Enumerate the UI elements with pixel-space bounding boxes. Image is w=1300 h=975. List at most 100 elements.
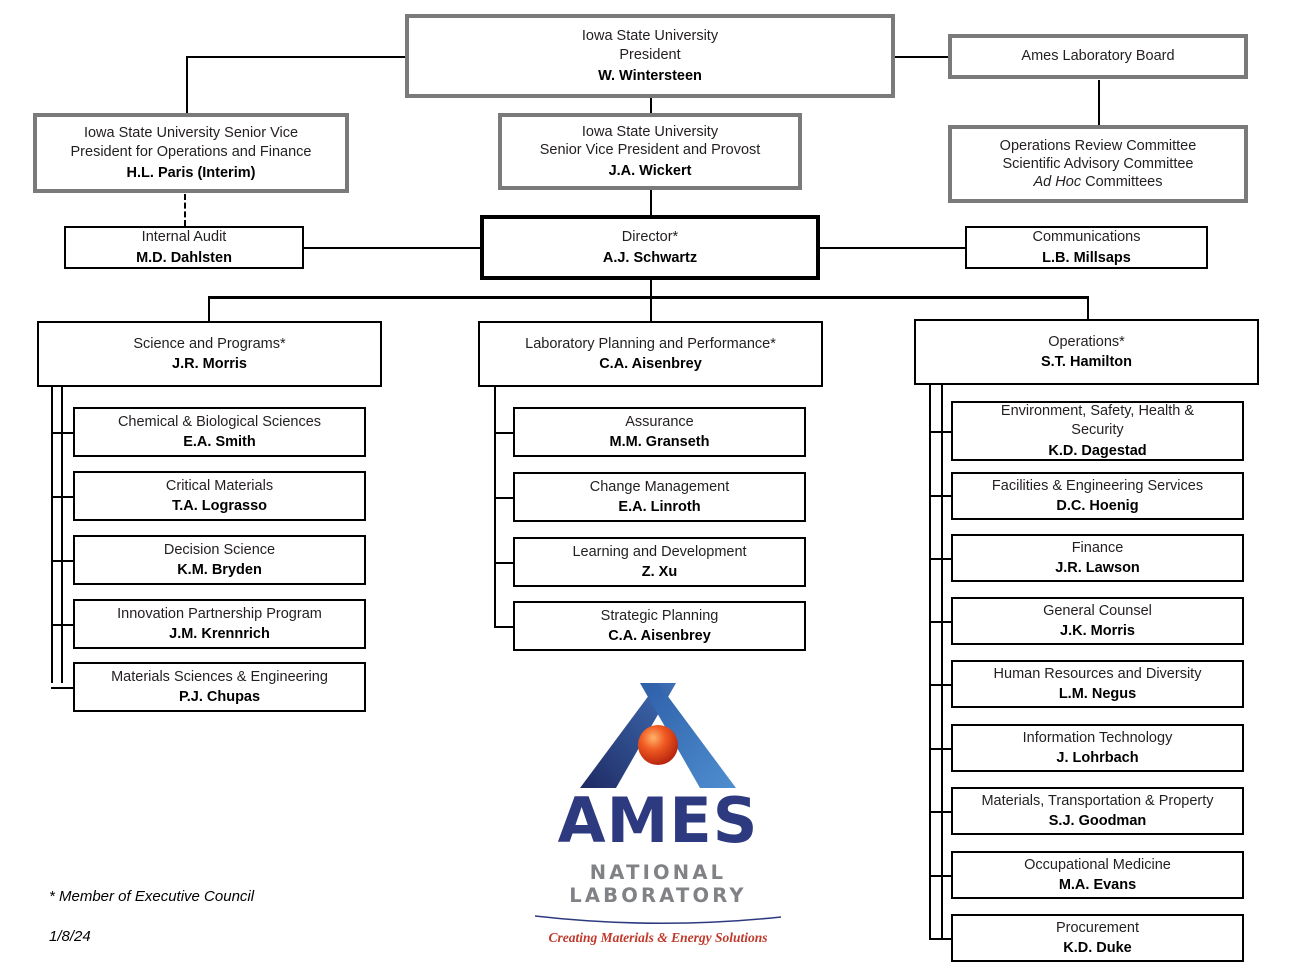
box-division-operations-person: S.T. Hamilton xyxy=(1040,354,1133,370)
box-science-child-2-person: K.M. Bryden xyxy=(177,562,262,578)
box-operations-child-7-person: M.A. Evans xyxy=(1058,877,1137,893)
box-operations-child-1[interactable]: Facilities & Engineering Services D.C. H… xyxy=(951,472,1244,520)
ames-swoosh xyxy=(533,914,783,928)
footnote-date: 1/8/24 xyxy=(49,928,91,945)
connector-operations-spine-inner xyxy=(941,385,943,938)
box-internal-audit[interactable]: Internal Audit M.D. Dahlsten xyxy=(64,226,304,269)
box-operations-child-3[interactable]: General Counsel J.K. Morris xyxy=(951,597,1244,645)
ad-hoc-rest: Committees xyxy=(1081,174,1163,191)
box-internal-audit-person: M.D. Dahlsten xyxy=(136,249,232,266)
box-operations-child-2-title: Finance xyxy=(1071,539,1124,556)
box-planning-child-3[interactable]: Strategic Planning C.A. Aisenbrey xyxy=(513,601,806,651)
connector-bus-to-operations xyxy=(1087,296,1089,321)
connector-operations-stub-8 xyxy=(929,938,957,940)
connector-director-down xyxy=(650,280,652,297)
box-operations-child-6[interactable]: Materials, Transportation & Property S.J… xyxy=(951,787,1244,835)
box-ames-laboratory-board[interactable]: Ames Laboratory Board xyxy=(948,34,1248,79)
box-operations-child-4[interactable]: Human Resources and Diversity L.M. Negus xyxy=(951,660,1244,708)
ames-national-laboratory-logo: AMES NATIONAL LABORATORY Creating Materi… xyxy=(533,683,783,946)
box-operations-child-4-person: L.M. Negus xyxy=(1058,686,1137,702)
ames-chevron-mark xyxy=(558,683,758,788)
box-planning-child-0-title: Assurance xyxy=(625,413,694,430)
box-operations-child-5-person: J. Lohrbach xyxy=(1056,750,1139,766)
box-operations-child-0[interactable]: Environment, Safety, Health & Security K… xyxy=(951,401,1244,461)
ames-sub-wordmark: NATIONAL LABORATORY xyxy=(569,861,747,907)
box-division-operations-title: Operations* xyxy=(1048,333,1125,350)
connector-division-bus xyxy=(208,296,1089,299)
box-science-child-0-person: E.A. Smith xyxy=(183,434,256,450)
connector-science-stub-1 xyxy=(51,496,79,498)
box-director-person: A.J. Schwartz xyxy=(602,249,698,266)
box-planning-child-1[interactable]: Change Management E.A. Linroth xyxy=(513,472,806,522)
box-operations-child-4-title: Human Resources and Diversity xyxy=(993,665,1202,682)
box-operations-child-1-person: D.C. Hoenig xyxy=(1056,498,1139,514)
box-planning-child-2-title: Learning and Development xyxy=(572,543,747,560)
connector-planning-stub-1 xyxy=(494,497,518,499)
connector-director-internal-audit xyxy=(303,247,483,249)
box-director[interactable]: Director* A.J. Schwartz xyxy=(480,215,820,280)
connector-science-spine-outer xyxy=(51,387,53,683)
box-president[interactable]: Iowa State University President W. Winte… xyxy=(405,14,895,98)
box-communications-title: Communications xyxy=(1032,229,1141,246)
box-science-child-4-person: P.J. Chupas xyxy=(178,689,261,705)
connector-operations-stub-7 xyxy=(929,875,957,877)
connector-science-stub-3 xyxy=(51,624,79,626)
box-science-child-4[interactable]: Materials Sciences & Engineering P.J. Ch… xyxy=(73,662,366,712)
box-operations-child-8[interactable]: Procurement K.D. Duke xyxy=(951,914,1244,962)
connector-svp-internal-audit-dashed xyxy=(184,194,186,226)
box-operations-child-6-person: S.J. Goodman xyxy=(1048,813,1147,829)
box-svp-operations-finance-title: Iowa State University Senior Vice Presid… xyxy=(70,125,312,160)
box-director-title: Director* xyxy=(621,229,679,246)
box-planning-child-0[interactable]: Assurance M.M. Granseth xyxy=(513,407,806,457)
box-svp-operations-finance-person: H.L. Paris (Interim) xyxy=(126,164,256,181)
connector-director-communications xyxy=(818,247,966,249)
box-science-child-2-title: Decision Science xyxy=(163,541,276,558)
box-svp-provost[interactable]: Iowa State University Senior Vice Presid… xyxy=(498,113,802,190)
box-science-child-2[interactable]: Decision Science K.M. Bryden xyxy=(73,535,366,585)
box-division-planning-title: Laboratory Planning and Performance* xyxy=(525,335,776,352)
box-division-planning-header[interactable]: Laboratory Planning and Performance* C.A… xyxy=(478,321,823,387)
box-division-operations-header[interactable]: Operations* S.T. Hamilton xyxy=(914,319,1259,385)
connector-operations-spine-outer xyxy=(929,385,931,938)
box-division-science-title: Science and Programs* xyxy=(133,335,286,352)
box-communications-person: L.B. Millsaps xyxy=(1042,249,1131,266)
box-operations-child-5[interactable]: Information Technology J. Lohrbach xyxy=(951,724,1244,772)
box-science-child-1[interactable]: Critical Materials T.A. Lograsso xyxy=(73,471,366,521)
connector-science-spine-inner xyxy=(61,387,63,683)
box-planning-child-1-person: E.A. Linroth xyxy=(618,499,701,515)
box-operations-child-2[interactable]: Finance J.R. Lawson xyxy=(951,534,1244,582)
box-president-person: W. Wintersteen xyxy=(598,67,702,84)
committee-line-ad-hoc: Ad Hoc Committees xyxy=(1034,173,1163,191)
connector-planning-spine xyxy=(494,387,496,626)
connector-operations-stub-1 xyxy=(929,495,957,497)
box-internal-audit-title: Internal Audit xyxy=(141,229,227,246)
connector-science-stub-0 xyxy=(51,432,79,434)
box-operations-child-0-person: K.D. Dagestad xyxy=(1048,442,1147,459)
box-planning-child-0-person: M.M. Granseth xyxy=(609,434,710,450)
box-operations-child-8-title: Procurement xyxy=(1055,919,1139,936)
connector-president-board xyxy=(890,56,952,58)
box-planning-child-2-person: Z. Xu xyxy=(641,564,678,580)
box-science-child-4-title: Materials Sciences & Engineering xyxy=(111,668,328,685)
box-svp-provost-person: J.A. Wickert xyxy=(608,163,692,180)
box-planning-child-2[interactable]: Learning and Development Z. Xu xyxy=(513,537,806,587)
connector-operations-stub-2 xyxy=(929,558,957,560)
connector-science-stub-4 xyxy=(51,687,79,689)
connector-operations-stub-3 xyxy=(929,621,957,623)
connector-president-provost xyxy=(650,98,652,114)
box-communications[interactable]: Communications L.B. Millsaps xyxy=(965,226,1208,269)
box-committees[interactable]: Operations Review Committee Scientific A… xyxy=(948,125,1248,203)
box-president-title: Iowa State University President xyxy=(581,28,719,63)
connector-operations-stub-0 xyxy=(929,431,957,433)
connector-president-left-down xyxy=(186,56,188,114)
box-svp-operations-finance[interactable]: Iowa State University Senior Vice Presid… xyxy=(33,113,349,193)
connector-science-stub-2 xyxy=(51,560,79,562)
box-division-science-header[interactable]: Science and Programs* J.R. Morris xyxy=(37,321,382,387)
box-science-child-0[interactable]: Chemical & Biological Sciences E.A. Smit… xyxy=(73,407,366,457)
box-operations-child-7[interactable]: Occupational Medicine M.A. Evans xyxy=(951,851,1244,899)
box-planning-child-3-person: C.A. Aisenbrey xyxy=(608,628,711,644)
box-ames-laboratory-board-title: Ames Laboratory Board xyxy=(1021,48,1175,65)
box-operations-child-2-person: J.R. Lawson xyxy=(1055,560,1140,576)
box-science-child-3[interactable]: Innovation Partnership Program J.M. Kren… xyxy=(73,599,366,649)
